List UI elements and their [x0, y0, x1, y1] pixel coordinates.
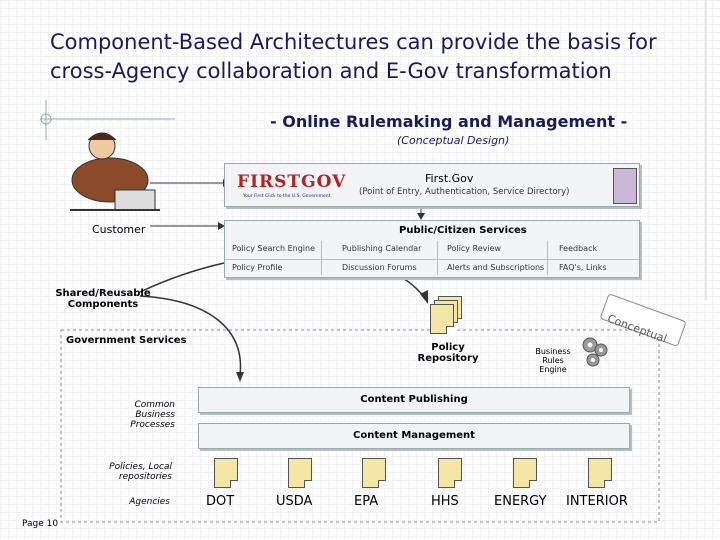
firstgov-title: First.Gov: [425, 172, 474, 185]
service-item: Feedback: [559, 244, 598, 253]
agency-name: EPA: [354, 494, 379, 509]
agency-name: INTERIOR: [566, 494, 628, 509]
divider: [437, 241, 438, 275]
agency-doc-icon: [288, 458, 312, 488]
microphone-icon: [613, 168, 637, 204]
service-item: Alerts and Subscriptions: [447, 263, 545, 272]
content-management-label: Content Management: [353, 430, 475, 441]
service-item: FAQ's, Links: [559, 263, 607, 272]
agency-name: ENERGY: [494, 494, 547, 509]
slide-title: Component-Based Architectures can provid…: [50, 30, 657, 83]
services-box: Public/Citizen Services Policy Search En…: [224, 220, 640, 278]
service-item: Policy Review: [447, 244, 502, 253]
divider: [321, 241, 322, 275]
header-rule-marker: [40, 113, 52, 125]
customer-services-arrowhead: [218, 222, 225, 230]
agencies-label: Agencies: [129, 497, 170, 507]
agency-name: HHS: [431, 494, 459, 509]
page-number: Page 10: [22, 519, 59, 529]
content-publishing-box: Content Publishing: [198, 387, 630, 413]
content-management-box: Content Management: [198, 423, 630, 449]
firstgov-description: (Point of Entry, Authentication, Service…: [359, 187, 570, 197]
service-item: Policy Profile: [232, 263, 283, 272]
service-item: Policy Search Engine: [232, 244, 315, 253]
shared-processes-arrowhead: [236, 372, 244, 382]
slide-subtitle: - Online Rulemaking and Management -: [270, 112, 628, 131]
agency-name: DOT: [206, 494, 235, 509]
firstgov-logo: FIRSTGOV: [237, 172, 347, 192]
agency-doc-icon: [362, 458, 386, 488]
gears-icon: [582, 337, 608, 367]
service-item: Discussion Forums: [342, 263, 417, 272]
shared-repository-arrowhead: [420, 290, 428, 304]
agency-doc-icon: [588, 458, 612, 488]
content-publishing-label: Content Publishing: [360, 394, 468, 405]
business-rules-label: Business Rules Engine: [535, 347, 571, 374]
government-services-label: Government Services: [66, 335, 187, 346]
repository-doc-icon: [430, 304, 454, 334]
service-item: Publishing Calendar: [342, 244, 422, 253]
firstgov-logo-tagline: Your First Click to the U.S. Government: [243, 194, 331, 199]
agency-name: USDA: [276, 494, 313, 509]
policy-repository-label: Policy Repository: [417, 342, 479, 364]
customer-label: Customer: [92, 223, 146, 236]
shared-components-label: Shared/Reusable Components: [55, 288, 151, 310]
policies-label: Policies, Local repositories: [109, 462, 172, 482]
design-note: (Conceptual Design): [397, 134, 510, 147]
government-services-box: [60, 329, 660, 523]
services-title: Public/Citizen Services: [399, 225, 527, 236]
firstgov-box: FIRSTGOV Your First Click to the U.S. Go…: [224, 163, 640, 207]
shared-processes-arrow: [139, 295, 242, 376]
divider: [547, 241, 548, 275]
agency-doc-icon: [438, 458, 462, 488]
agency-doc-icon: [513, 458, 537, 488]
agency-doc-icon: [214, 458, 238, 488]
conceptual-stamp: [600, 294, 686, 346]
divider: [225, 259, 639, 260]
firstgov-services-arrowhead: [417, 213, 425, 220]
common-processes-label: Common Business Processes: [130, 400, 175, 430]
